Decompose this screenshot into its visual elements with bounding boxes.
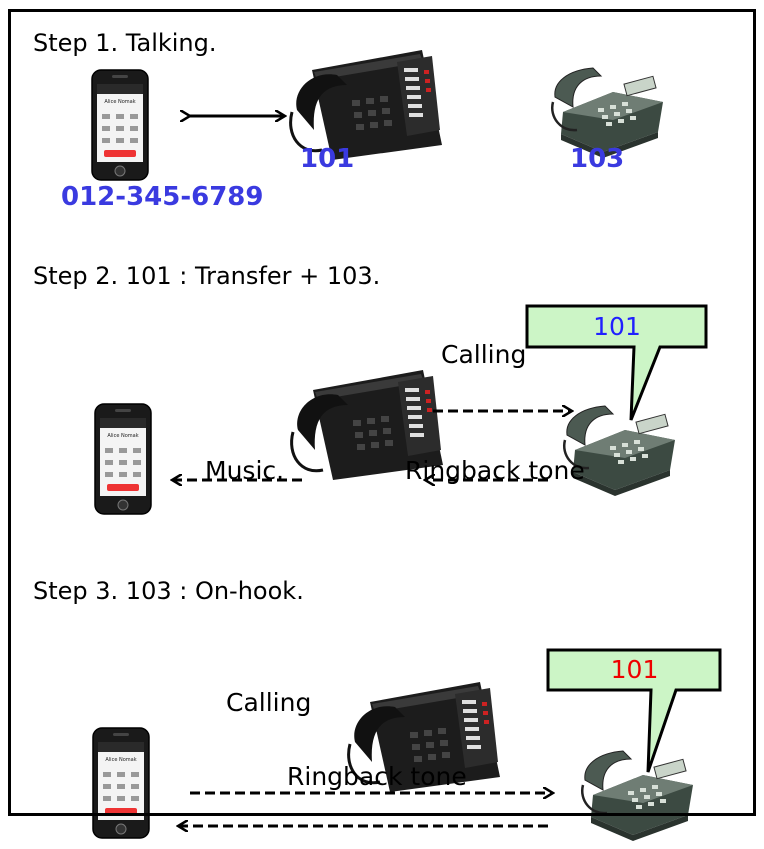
diagram-frame	[8, 9, 756, 816]
step1-title: Step 1. Talking.	[33, 29, 217, 57]
calling-label: Calling	[226, 688, 312, 717]
ringback-tone-label: Ringback tone	[405, 456, 585, 485]
callout-display-text: 101	[593, 312, 641, 341]
callout-bubble	[546, 648, 722, 773]
callout-display-text: 101	[610, 655, 659, 684]
ringback-tone-label: Ringback tone	[287, 762, 467, 791]
step3-title: Step 3. 103 : On-hook.	[33, 577, 304, 605]
calling-label: Calling	[441, 340, 527, 369]
outside-number-label: 012-345-6789	[61, 182, 264, 212]
music-label: Music.	[205, 456, 285, 485]
step2-title: Step 2. 101 : Transfer + 103.	[33, 262, 381, 290]
extension-101-label: 101	[300, 144, 355, 174]
extension-103-label: 103	[570, 144, 625, 174]
callout-bubble	[525, 304, 708, 421]
